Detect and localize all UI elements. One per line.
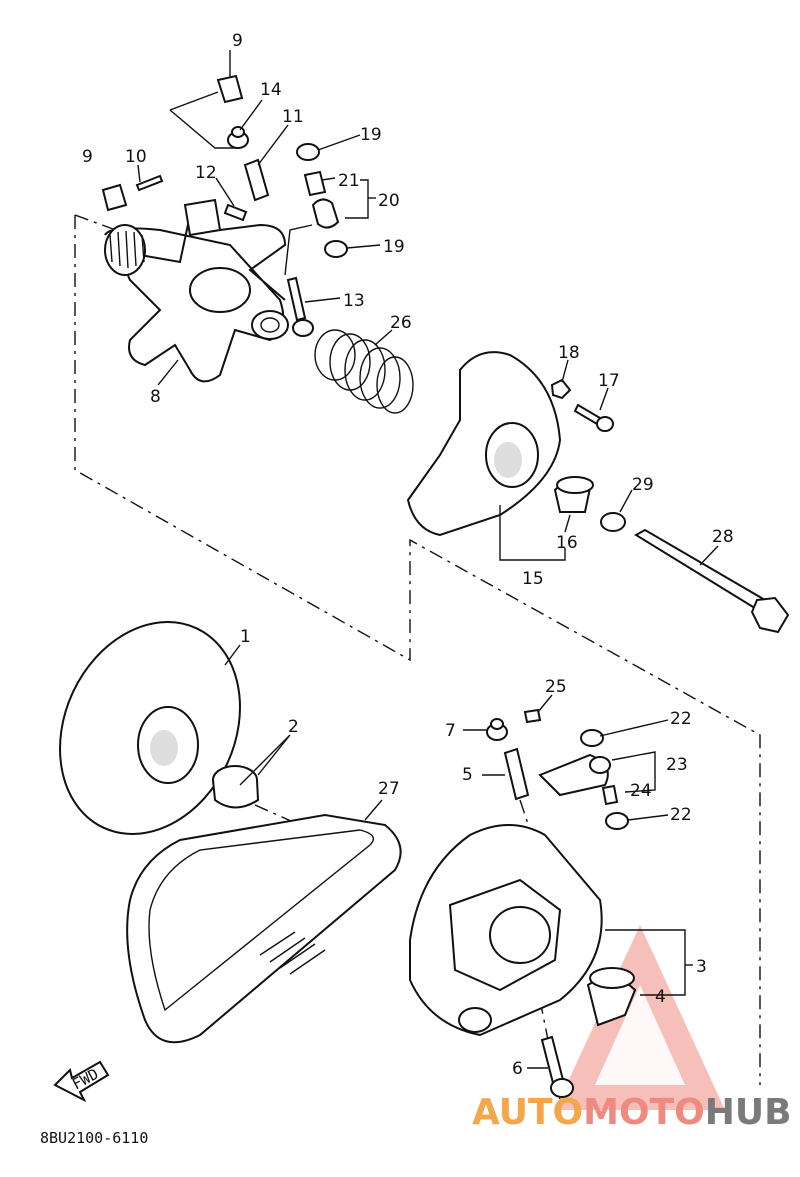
callout-1: 1 <box>240 627 251 647</box>
callout-11: 11 <box>282 107 304 127</box>
watermark-text-auto: AUTOMOTOHUB <box>472 1092 792 1133</box>
nut-18 <box>550 378 572 400</box>
fwd-arrow-icon: FWD <box>53 1060 110 1103</box>
callout-26: 26 <box>390 313 412 333</box>
callout-3: 3 <box>696 957 707 977</box>
pin-5 <box>503 747 530 801</box>
callout-29: 29 <box>632 475 654 495</box>
collar-19-top <box>296 143 320 161</box>
bushing-4 <box>586 967 637 1027</box>
collar-21 <box>303 170 327 197</box>
callout-22-bottom: 22 <box>670 805 692 825</box>
callout-22-top: 22 <box>670 709 692 729</box>
drive-belt-27 <box>126 813 402 1044</box>
weight-arm-23 <box>538 753 611 797</box>
movable-sheave-3 <box>409 824 603 1037</box>
bolt-6 <box>540 1035 574 1098</box>
pin-10 <box>135 174 164 192</box>
callout-28: 28 <box>712 527 734 547</box>
collar-22-top <box>580 729 604 747</box>
callout-25: 25 <box>545 677 567 697</box>
callout-13: 13 <box>343 291 365 311</box>
leader-lines <box>137 50 719 1069</box>
bushing-16 <box>553 476 594 513</box>
callout-4: 4 <box>655 987 666 1007</box>
nut-14 <box>227 126 249 149</box>
slider-left <box>101 183 128 212</box>
assembly-outline <box>74 215 761 1085</box>
bolt-17 <box>573 403 614 432</box>
collar-2 <box>212 765 260 809</box>
nut-7 <box>486 718 508 741</box>
callout-15: 15 <box>522 569 544 589</box>
fixed-sheave-1 <box>59 621 241 835</box>
callout-14: 14 <box>260 80 282 100</box>
callout-16: 16 <box>556 533 578 553</box>
screw-25 <box>523 708 542 724</box>
callout-20: 20 <box>378 191 400 211</box>
cover-15 <box>406 351 562 537</box>
callout-27: 27 <box>378 779 400 799</box>
callout-5: 5 <box>462 765 473 785</box>
diagram-code: 8BU2100-6110 <box>40 1129 148 1147</box>
callout-9-top: 9 <box>232 31 243 51</box>
callout-17: 17 <box>598 371 620 391</box>
bolt-28 <box>634 528 790 634</box>
callout-24: 24 <box>630 781 652 801</box>
callout-19-bottom: 19 <box>383 237 405 257</box>
watermark-logo: AUTOMOTOHUB <box>472 925 792 1133</box>
callout-labels: 9 14 11 19 9 10 12 21 20 19 13 26 8 18 1… <box>82 31 734 1079</box>
spider-assembly <box>104 198 289 383</box>
bolt-13 <box>286 276 314 337</box>
callout-19-top: 19 <box>360 125 382 145</box>
pin-12 <box>223 203 248 222</box>
callout-7: 7 <box>445 721 456 741</box>
callout-18: 18 <box>558 343 580 363</box>
callout-9-left: 9 <box>82 147 93 167</box>
callout-2: 2 <box>288 717 299 737</box>
callout-10: 10 <box>125 147 147 167</box>
collar-24 <box>601 784 619 806</box>
roller-20 <box>311 198 340 229</box>
pin-11 <box>243 158 270 202</box>
slider-top <box>216 74 244 104</box>
callout-8: 8 <box>150 387 161 407</box>
washer-29 <box>600 512 626 532</box>
callout-21: 21 <box>338 171 360 191</box>
collar-22-bottom <box>605 812 629 830</box>
callout-12: 12 <box>195 163 217 183</box>
collar-19-bottom <box>324 240 348 258</box>
callout-23: 23 <box>666 755 688 775</box>
spring-26 <box>314 329 414 414</box>
callout-6: 6 <box>512 1059 523 1079</box>
